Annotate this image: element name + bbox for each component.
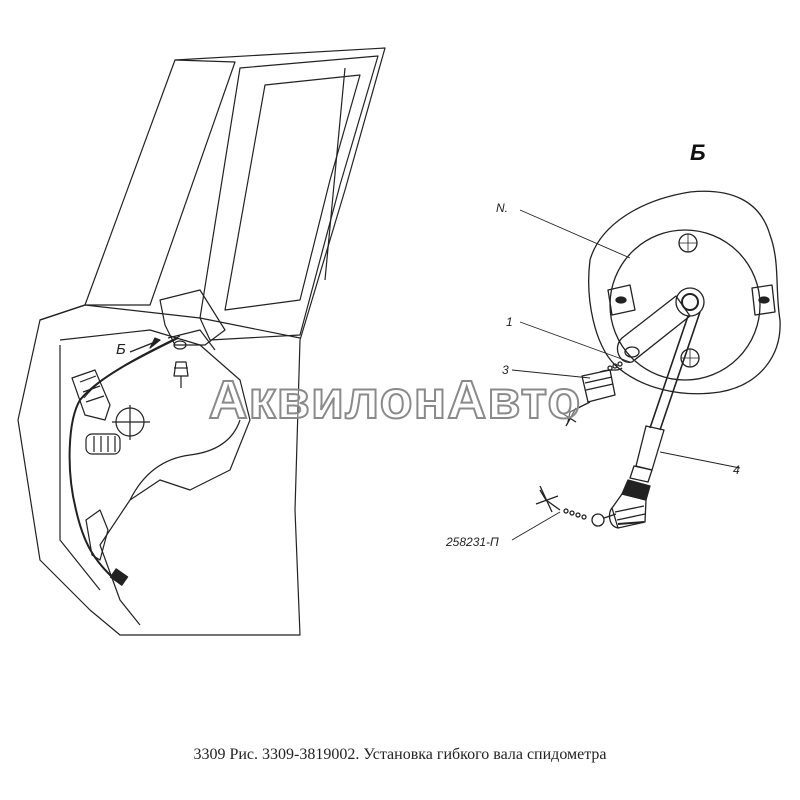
arch-curve [129,419,241,501]
floor-grille [85,433,121,455]
speedometer-housing [159,289,226,351]
leader-3 [511,369,591,379]
cable-connector [173,340,189,388]
seal-lock-bottom [535,485,617,527]
mounting-plate [588,190,781,395]
label-1: 1 [506,315,513,329]
leader-1 [519,321,631,363]
door-sill [39,304,301,339]
cable-lower-end [85,509,109,561]
detail-view-b [511,190,781,541]
bracket-right [751,284,776,316]
leader-n [519,209,631,259]
cable-lower-clip [109,568,129,586]
speedometer-cable-path [68,337,179,586]
cable-elbow [616,295,691,363]
view-arrow-label: Б [116,341,126,358]
leader-4 [659,451,741,469]
shaft-sleeve [635,425,665,471]
label-3: 3 [502,363,509,377]
figure-caption: 3309 Рис. 3309-3819002. Установка гибког… [193,746,607,763]
upper-window-frame [85,59,236,306]
flexible-shaft [649,311,701,431]
pillar-line [324,67,346,281]
watermark-text: АквилонАвто [209,370,582,430]
label-4: 4 [733,463,740,477]
shaft-end-fitting [608,465,653,529]
view-arrow-b [129,337,161,353]
leader-part-number [511,511,561,541]
seal-lock-top [559,361,623,427]
bracket-left [607,284,636,316]
label-n: N. [496,201,508,215]
door-inner-panel [59,329,251,626]
cab-side-view [17,47,386,636]
detail-view-letter: Б [690,140,706,165]
drive-boss-inner [681,293,699,311]
cab-body-outline [17,47,386,636]
window-glass [224,74,361,311]
label-part-number: 258231-П [445,535,499,549]
dash-wall [59,345,101,591]
